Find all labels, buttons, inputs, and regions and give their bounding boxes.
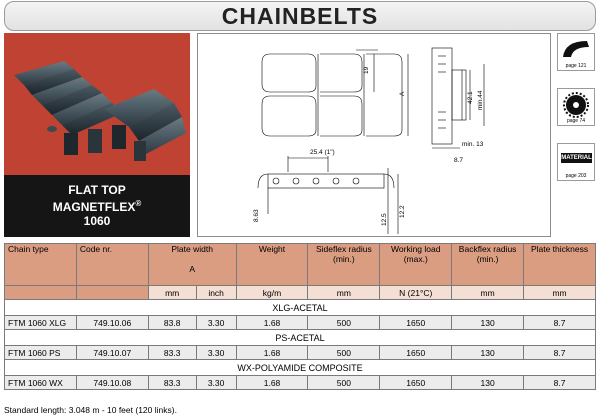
cell-code: 749.10.07 — [75, 345, 149, 360]
material-row: PS-ACETAL — [4, 329, 596, 346]
chain-illustration — [14, 61, 186, 161]
spec-table: Chain type Code nr. Plate width A Weight… — [4, 243, 596, 390]
cell-type: FTM 1060 WX — [4, 375, 77, 390]
dim-a: A — [399, 91, 406, 96]
dim-42-1: 42.1 — [467, 91, 474, 104]
cell-backflex: 130 — [451, 315, 525, 330]
page-121-label: page 121 — [565, 63, 587, 69]
table-row: FTM 1060 PS 749.10.07 83.3 3.30 1.68 500… — [4, 345, 596, 360]
unit-backflex: mm — [451, 285, 525, 300]
unit-blank-2 — [75, 285, 149, 300]
unit-blank-1 — [4, 285, 77, 300]
cell-mm: 83.3 — [147, 345, 197, 360]
drawing-svg: 19 A 42.1 min.44 min. 13 8.7 25.4 (1") 8… — [253, 47, 485, 234]
dim-8-7: 8.7 — [454, 157, 463, 164]
cell-thickness: 8.7 — [523, 315, 596, 330]
cell-backflex: 130 — [451, 375, 525, 390]
registered-mark: ® — [135, 199, 142, 208]
material-label: XLG-ACETAL — [4, 299, 596, 316]
cell-mm: 83.8 — [147, 315, 197, 330]
product-line3: 1060 — [83, 214, 111, 228]
cell-inch: 3.30 — [195, 315, 237, 330]
product-name-box: FLAT TOP MAGNETFLEX® 1060 — [4, 175, 190, 237]
cell-mm: 83.3 — [147, 375, 197, 390]
cell-sideflex: 500 — [307, 375, 381, 390]
cell-inch: 3.30 — [195, 375, 237, 390]
unit-thickness: mm — [523, 285, 596, 300]
col-weight: Weight — [235, 243, 309, 286]
unit-sideflex: mm — [307, 285, 381, 300]
dim-8-63: 8.63 — [253, 209, 260, 222]
product-photo — [4, 33, 190, 175]
page-203-link[interactable]: MATERIAL page 203 — [557, 143, 595, 181]
cell-thickness: 8.7 — [523, 375, 596, 390]
cell-type: FTM 1060 XLG — [4, 315, 77, 330]
material-label: WX-POLYAMIDE COMPOSITE — [4, 359, 596, 376]
dim-min13: min. 13 — [462, 141, 484, 148]
material-label: PS-ACETAL — [4, 329, 596, 346]
plate-width-sub: A — [189, 264, 195, 274]
plate-width-label: Plate width — [171, 244, 213, 254]
col-code-nr: Code nr. — [75, 243, 149, 286]
cell-load: 1650 — [379, 345, 453, 360]
cell-load: 1650 — [379, 375, 453, 390]
page-203-label: page 203 — [565, 173, 587, 179]
unit-load: N (21°C) — [379, 285, 453, 300]
table-units-row: mm inch kg/m mm N (21°C) mm mm — [4, 285, 596, 300]
col-thickness: Plate thickness — [523, 243, 596, 286]
unit-kgm: kg/m — [235, 285, 309, 300]
footer-note: Standard length: 3.048 m - 10 feet (120 … — [4, 405, 177, 415]
dim-19: 19 — [363, 66, 370, 74]
col-working-load: Working load (max.) — [379, 243, 453, 286]
table-row: FTM 1060 WX 749.10.08 83.3 3.30 1.68 500… — [4, 375, 596, 390]
cell-weight: 1.68 — [235, 345, 309, 360]
sprocket-icon — [563, 92, 589, 118]
material-icon: MATERIAL — [561, 153, 592, 163]
page-121-link[interactable]: page 121 — [557, 33, 595, 71]
material-row: XLG-ACETAL — [4, 299, 596, 316]
page-title: CHAINBELTS — [221, 2, 379, 29]
col-chain-type: Chain type — [4, 243, 77, 286]
product-line1: FLAT TOP — [68, 183, 126, 197]
dim-12-2: 12.2 — [399, 205, 406, 218]
table-header-row: Chain type Code nr. Plate width A Weight… — [4, 243, 596, 286]
cell-code: 749.10.08 — [75, 375, 149, 390]
unit-inch: inch — [195, 285, 237, 300]
page-74-link[interactable]: page 74 — [557, 88, 595, 126]
dim-25-4: 25.4 (1") — [310, 149, 335, 156]
cell-inch: 3.30 — [195, 345, 237, 360]
col-backflex: Backflex radius (min.) — [451, 243, 525, 286]
cell-weight: 1.68 — [235, 375, 309, 390]
technical-drawing: 19 A 42.1 min.44 min. 13 8.7 25.4 (1") 8… — [197, 33, 551, 237]
cell-weight: 1.68 — [235, 315, 309, 330]
cell-load: 1650 — [379, 315, 453, 330]
product-line2-wrap: MAGNETFLEX® — [4, 197, 190, 214]
cell-sideflex: 500 — [307, 345, 381, 360]
product-line2: MAGNETFLEX — [52, 200, 136, 214]
table-row: FTM 1060 XLG 749.10.06 83.8 3.30 1.68 50… — [4, 315, 596, 330]
cell-backflex: 130 — [451, 345, 525, 360]
title-bar: CHAINBELTS — [4, 1, 596, 31]
page-74-label: page 74 — [566, 118, 586, 124]
cell-sideflex: 500 — [307, 315, 381, 330]
cell-thickness: 8.7 — [523, 345, 596, 360]
cell-type: FTM 1060 PS — [4, 345, 77, 360]
cell-code: 749.10.06 — [75, 315, 149, 330]
dim-min44: min.44 — [477, 90, 484, 110]
dim-12-5: 12.5 — [381, 213, 388, 226]
material-row: WX-POLYAMIDE COMPOSITE — [4, 359, 596, 376]
unit-mm: mm — [147, 285, 197, 300]
curve-icon — [563, 41, 589, 57]
col-plate-width: Plate width A — [147, 243, 237, 286]
col-sideflex: Sideflex radius (min.) — [307, 243, 381, 286]
